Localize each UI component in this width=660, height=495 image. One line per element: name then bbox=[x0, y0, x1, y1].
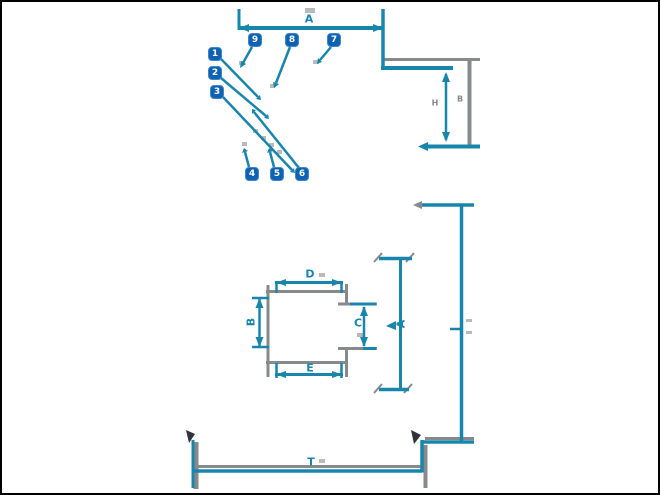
teal-dimension-lines bbox=[191, 9, 480, 488]
callout-badge-6: 6 bbox=[295, 167, 309, 181]
callout-badge-2: 2 bbox=[208, 66, 222, 80]
dim-label-bottom-width: T bbox=[307, 455, 315, 469]
corner-marks bbox=[186, 430, 421, 444]
dim-label-top-width: A bbox=[304, 12, 314, 26]
dim-label-right-height: A bbox=[394, 319, 408, 329]
callout-badge-8: 8 bbox=[285, 33, 299, 47]
dim-label-square-inner: C bbox=[353, 316, 363, 330]
callout-badge-3: 3 bbox=[210, 85, 224, 99]
part-outline bbox=[193, 58, 480, 489]
callout-badge-4: 4 bbox=[245, 167, 259, 181]
dimension-arrowheads bbox=[239, 24, 450, 378]
dim-label-square-bottom: E bbox=[306, 361, 314, 375]
callout-leader-arrows bbox=[240, 58, 322, 173]
dim-label-profile-height: H bbox=[431, 98, 439, 108]
grey-arrowhead bbox=[413, 201, 422, 209]
callout-leader-lines bbox=[220, 46, 332, 171]
callout-badge-1: 1 bbox=[208, 47, 222, 61]
callout-badge-7: 7 bbox=[327, 33, 341, 47]
dim-label-square-left: B bbox=[244, 317, 258, 327]
callout-badge-9: 9 bbox=[248, 33, 262, 47]
dim-label-profile-depth: B bbox=[456, 94, 464, 104]
pin-marks bbox=[239, 8, 472, 463]
dim-label-square-top: D bbox=[305, 267, 315, 281]
callout-badge-5: 5 bbox=[270, 167, 284, 181]
